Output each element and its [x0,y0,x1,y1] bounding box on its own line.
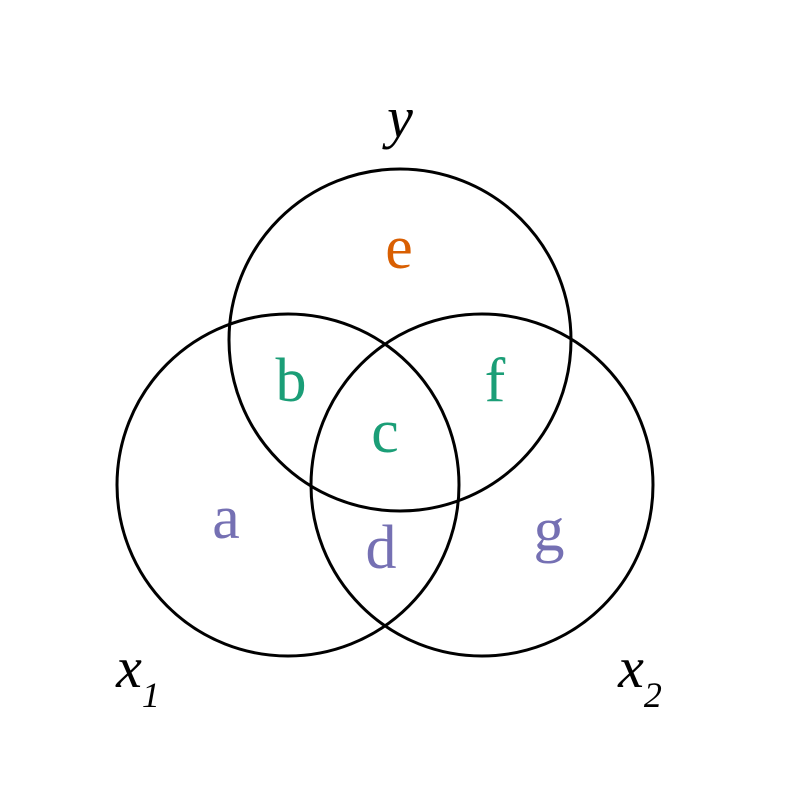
set-label-y-name: y [387,85,413,150]
set-label-y: y [387,89,413,147]
region-label-e: e [385,214,413,282]
set-label-x2: x2 [618,639,662,714]
set-label-x2-subscript: 2 [643,675,662,715]
set-label-x1: x1 [116,639,160,714]
region-label-d: d [365,514,397,582]
region-label-a: a [212,484,240,552]
set-label-x1-subscript: 1 [141,675,160,715]
set-label-x1-name: x [116,635,142,700]
circle-x1 [115,312,461,658]
region-label-b: b [275,347,307,415]
region-label-f: f [484,347,506,415]
circle-x2 [309,312,655,658]
region-label-c: c [371,398,399,466]
region-label-g: g [533,496,565,564]
set-label-x2-name: x [618,635,644,700]
